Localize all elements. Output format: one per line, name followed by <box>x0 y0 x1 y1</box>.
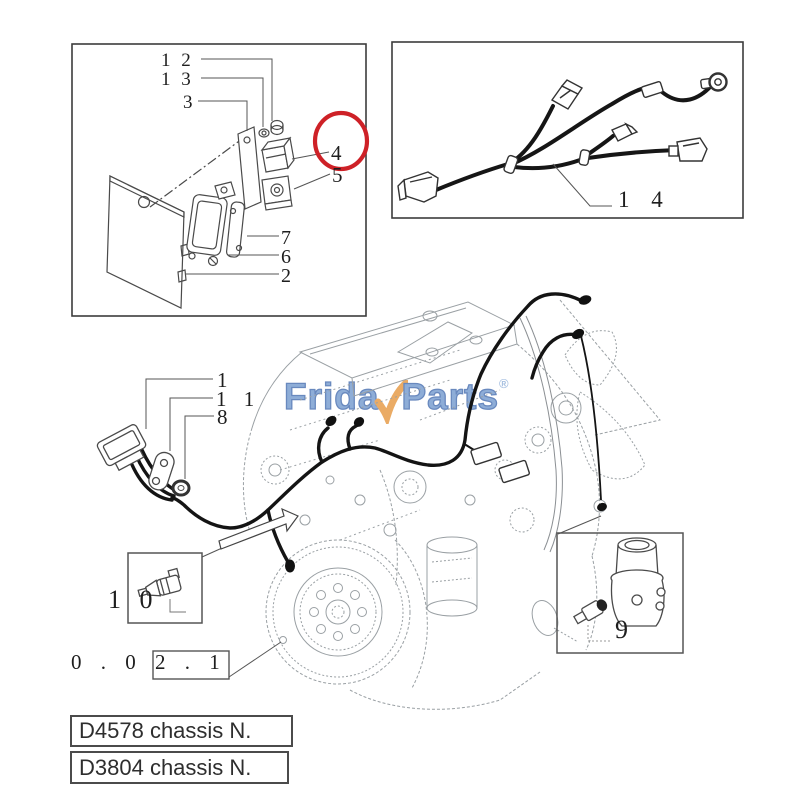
callout-6: 6 <box>281 246 291 268</box>
harness-inset-border <box>391 41 744 219</box>
section-ref: 0 . 0 2 . 1 <box>71 650 227 674</box>
engine-drawing <box>242 299 661 710</box>
harness-leader-14 <box>552 163 612 207</box>
relay-inset-border <box>71 43 367 317</box>
callout-14: 1 4 <box>618 187 671 212</box>
callout-11: 1 1 <box>216 387 261 411</box>
engine-callout-leaders <box>145 378 602 678</box>
callout-3: 3 <box>183 92 193 113</box>
chassis-note-1: D4578 chassis N. <box>70 715 293 747</box>
highlight-circle <box>312 110 370 172</box>
callout-4: 4 <box>331 141 342 165</box>
thermostat-inset <box>556 532 684 654</box>
relay-inset-leaders <box>185 58 331 275</box>
oil-pressure-switch-inset <box>127 552 203 624</box>
engine-harness-overlay <box>128 292 607 573</box>
callout-2: 2 <box>281 265 291 287</box>
callout-8: 8 <box>217 405 228 429</box>
connector-plug <box>96 424 147 472</box>
left-connector-parts <box>96 424 191 497</box>
section-ref-box <box>152 650 230 680</box>
flywheel <box>265 539 428 689</box>
callout-12: 1 2 <box>161 50 194 71</box>
watermark-text-left: Frida <box>283 376 380 417</box>
callout-7: 7 <box>281 227 291 249</box>
callout-9: 9 <box>615 615 628 644</box>
callout-5: 5 <box>332 163 343 187</box>
registered-mark: ® <box>499 376 509 391</box>
direction-arrow <box>218 507 299 550</box>
callout-13: 1 3 <box>161 69 194 90</box>
relay-exploded-drawing <box>106 119 295 309</box>
checkmark-icon <box>374 380 409 424</box>
harness-drawing <box>397 72 728 207</box>
callout-10: 1 0 <box>108 585 159 614</box>
chassis-note-2: D3804 chassis N. <box>70 751 289 784</box>
callout-1: 1 <box>217 368 228 392</box>
